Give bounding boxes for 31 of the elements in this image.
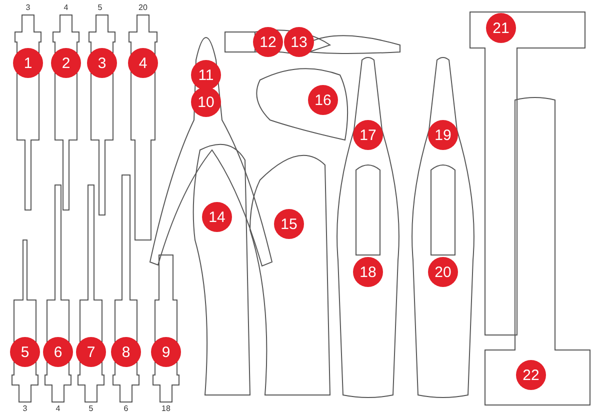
size-label: 4 [54, 404, 62, 414]
callout-number: 7 [76, 337, 106, 367]
size-label: 18 [160, 404, 172, 414]
callout-number: 4 [128, 48, 158, 78]
callout-number: 14 [202, 202, 232, 232]
callout-number: 17 [353, 120, 383, 150]
size-label: 3 [22, 404, 28, 414]
callout-number: 9 [151, 337, 181, 367]
callout-number: 13 [284, 27, 314, 57]
callout-number: 8 [111, 337, 141, 367]
callout-number: 6 [43, 337, 73, 367]
size-label: 5 [96, 3, 104, 13]
callout-number: 15 [274, 209, 304, 239]
size-label: 4 [62, 3, 70, 13]
size-label: 6 [122, 404, 130, 414]
callout-number: 19 [428, 120, 458, 150]
callout-number: 1 [13, 48, 43, 78]
callout-number: 2 [51, 48, 81, 78]
callout-number: 5 [10, 337, 40, 367]
callout-number: 3 [87, 48, 117, 78]
size-label: 5 [88, 404, 94, 414]
callout-number: 12 [253, 27, 283, 57]
callout-number: 21 [486, 13, 516, 43]
callout-number: 18 [353, 257, 383, 287]
callout-number: 11 [191, 60, 221, 90]
callout-number: 10 [191, 87, 221, 117]
size-label: 3 [24, 3, 32, 13]
size-label: 20 [138, 3, 148, 13]
callout-number: 20 [428, 257, 458, 287]
callout-number: 22 [516, 360, 546, 390]
callout-number: 16 [308, 85, 338, 115]
